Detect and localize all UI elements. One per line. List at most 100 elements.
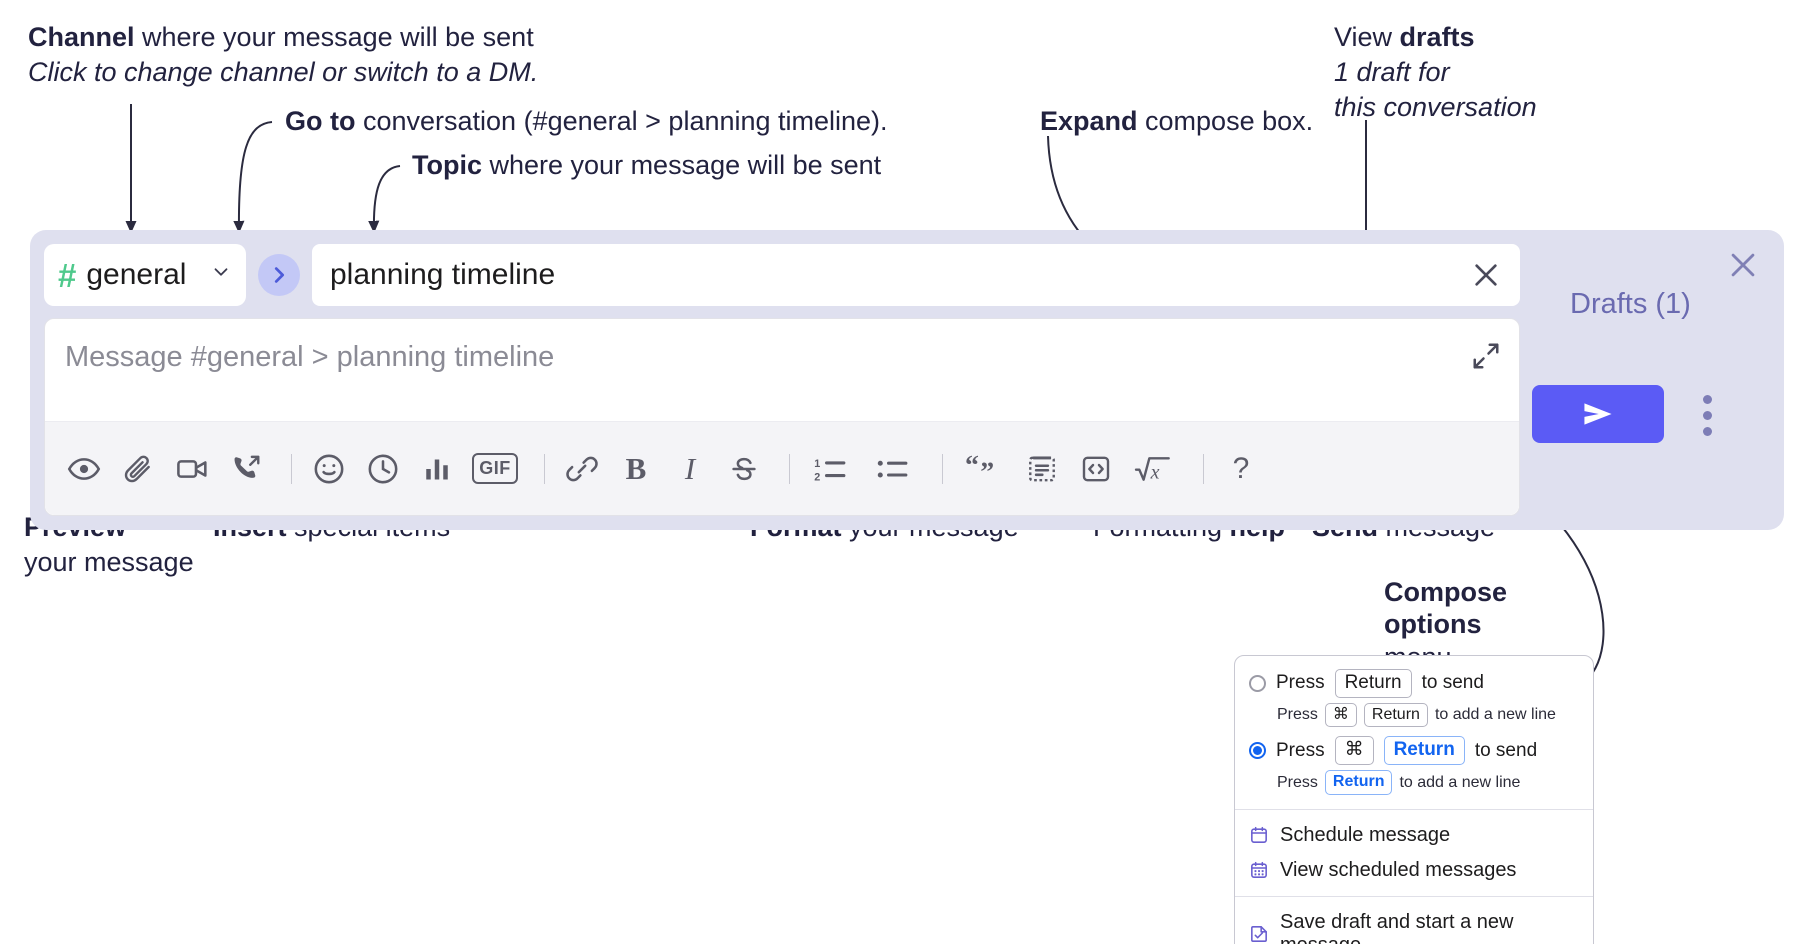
annotation-expand-bold: Expand [1040, 106, 1138, 136]
compose-panel: # general planning timeline [30, 230, 1784, 530]
menu-option1-hint: Press ⌘ Return to add a new line [1235, 701, 1593, 734]
clock-icon[interactable] [360, 446, 406, 492]
poll-icon[interactable] [414, 446, 460, 492]
topic-input[interactable]: planning timeline [312, 244, 1520, 306]
bold-icon[interactable]: B [613, 446, 659, 492]
bold-label: B [625, 450, 647, 486]
video-icon[interactable] [169, 446, 215, 492]
menu-option-return-to-send[interactable]: Press Return to send [1235, 666, 1593, 701]
close-icon [1731, 253, 1755, 277]
option1-press: Press [1276, 672, 1325, 694]
ordered-list-icon[interactable]: 1 2 [804, 446, 858, 492]
italic-icon[interactable]: I [667, 446, 713, 492]
compose-top-row: # general planning timeline [44, 244, 1520, 306]
gif-icon[interactable]: GIF [468, 446, 522, 492]
menu-item-schedule-message[interactable]: Schedule message [1235, 818, 1593, 853]
bullet-list-icon[interactable] [866, 446, 920, 492]
divider-3 [789, 453, 790, 484]
annotation-channel-bold: Channel [28, 22, 135, 52]
topic-value: planning timeline [330, 258, 556, 291]
svg-text:x: x [1150, 461, 1160, 483]
channel-name: general [86, 258, 187, 291]
huddle-icon[interactable] [223, 446, 269, 492]
chevron-down-icon [210, 261, 232, 289]
goto-conversation-button[interactable] [258, 254, 300, 296]
annotation-drafts-bold: drafts [1399, 22, 1475, 52]
link-icon[interactable] [559, 446, 605, 492]
menu-item-view-scheduled[interactable]: View scheduled messages [1235, 853, 1593, 888]
annotation-topic-bold: Topic [412, 150, 482, 180]
hash-icon: # [58, 256, 77, 294]
annotation-goto-rest: conversation (#general > planning timeli… [355, 106, 888, 136]
divider-2 [544, 453, 545, 484]
menu-divider-1 [1235, 808, 1593, 810]
option1-sub-tail: to add a new line [1434, 706, 1556, 724]
annotation-drafts: View drafts 1 draft for this conversatio… [1334, 22, 1537, 124]
option1-sub-key-cmd: ⌘ [1324, 702, 1357, 728]
annotation-preview-rest: your message [24, 546, 194, 577]
option2-to-send: to send [1474, 739, 1538, 761]
math-icon[interactable]: x [1127, 446, 1181, 492]
italic-label: I [684, 450, 696, 486]
menu-option2-hint: Press Return to add a new line [1235, 768, 1593, 801]
divider-5 [1203, 453, 1204, 484]
annotation-expand-rest: compose box. [1137, 106, 1314, 136]
menu-item-label: View scheduled messages [1280, 858, 1517, 881]
drafts-link[interactable]: Drafts (1) [1570, 288, 1691, 320]
divider-1 [291, 453, 292, 484]
radio-unselected[interactable] [1249, 674, 1266, 692]
paper-plane-icon [1584, 403, 1612, 425]
option1-sub-key-return: Return [1363, 702, 1428, 728]
annotation-drafts-plain: View [1334, 22, 1400, 52]
menu-option-cmd-return-to-send[interactable]: Press ⌘ Return to send [1235, 733, 1593, 768]
topic-clear-button[interactable] [1470, 259, 1502, 291]
expand-compose-button[interactable] [1471, 341, 1501, 371]
send-button[interactable] [1532, 385, 1664, 443]
dot-1 [1702, 394, 1712, 404]
help-icon[interactable]: ? [1218, 446, 1264, 492]
annotation-goto: Go to conversation (#general > planning … [285, 106, 888, 138]
formatting-toolbar: GIF B I [45, 422, 1519, 515]
code-block-icon[interactable] [1019, 446, 1065, 492]
menu-item-label: Save draft and start a new message [1280, 910, 1514, 944]
annotation-channel-italic: Click to change channel or switch to a D… [28, 56, 539, 87]
compose-options-button[interactable] [1692, 386, 1722, 444]
option2-key-cmd: ⌘ [1334, 736, 1374, 766]
divider-4 [942, 453, 943, 484]
annotation-topic-rest: where your message will be sent [482, 150, 882, 180]
svg-text:2: 2 [814, 471, 820, 483]
message-input-box[interactable]: Message #general > planning timeline [44, 318, 1520, 516]
annotation-drafts-italic1: 1 draft for [1334, 56, 1450, 87]
compose-options-menu: Press Return to send Press ⌘ Return to a… [1234, 655, 1594, 944]
expand-diagonal-icon [1473, 343, 1499, 369]
menu-item-save-draft[interactable]: Save draft and start a new message [1235, 905, 1593, 944]
menu-item-label: Schedule message [1280, 823, 1451, 846]
chevron-right-icon [274, 267, 285, 283]
blockquote-icon[interactable]: “ ” [957, 446, 1011, 492]
code-icon[interactable] [1073, 446, 1119, 492]
annotation-channel: Channel where your message will be sent … [28, 22, 538, 89]
channel-selector[interactable]: # general [44, 244, 246, 306]
preview-icon[interactable] [61, 446, 107, 492]
calendar-icon [1249, 825, 1269, 845]
annotation-topic: Topic where your message will be sent [412, 150, 881, 182]
attachment-icon[interactable] [115, 446, 161, 492]
svg-text:“: “ [965, 453, 979, 481]
save-draft-icon [1249, 924, 1269, 944]
annotation-channel-rest: where your message will be sent [134, 22, 534, 52]
annotation-compose-bold1: Compose [1384, 577, 1508, 607]
option2-sub-press: Press [1277, 773, 1318, 791]
emoji-icon[interactable] [306, 446, 352, 492]
svg-text:”: ” [980, 456, 994, 485]
strikethrough-icon[interactable] [721, 446, 767, 492]
panel-close-button[interactable] [1726, 248, 1760, 282]
gif-label: GIF [472, 453, 518, 484]
dot-3 [1702, 426, 1712, 436]
option1-key-return: Return [1334, 669, 1412, 698]
option1-to-send: to send [1421, 672, 1484, 694]
radio-selected[interactable] [1249, 742, 1266, 760]
option2-sub-key-return: Return [1324, 770, 1393, 795]
option2-press: Press [1276, 739, 1325, 761]
dot-2 [1702, 410, 1712, 420]
